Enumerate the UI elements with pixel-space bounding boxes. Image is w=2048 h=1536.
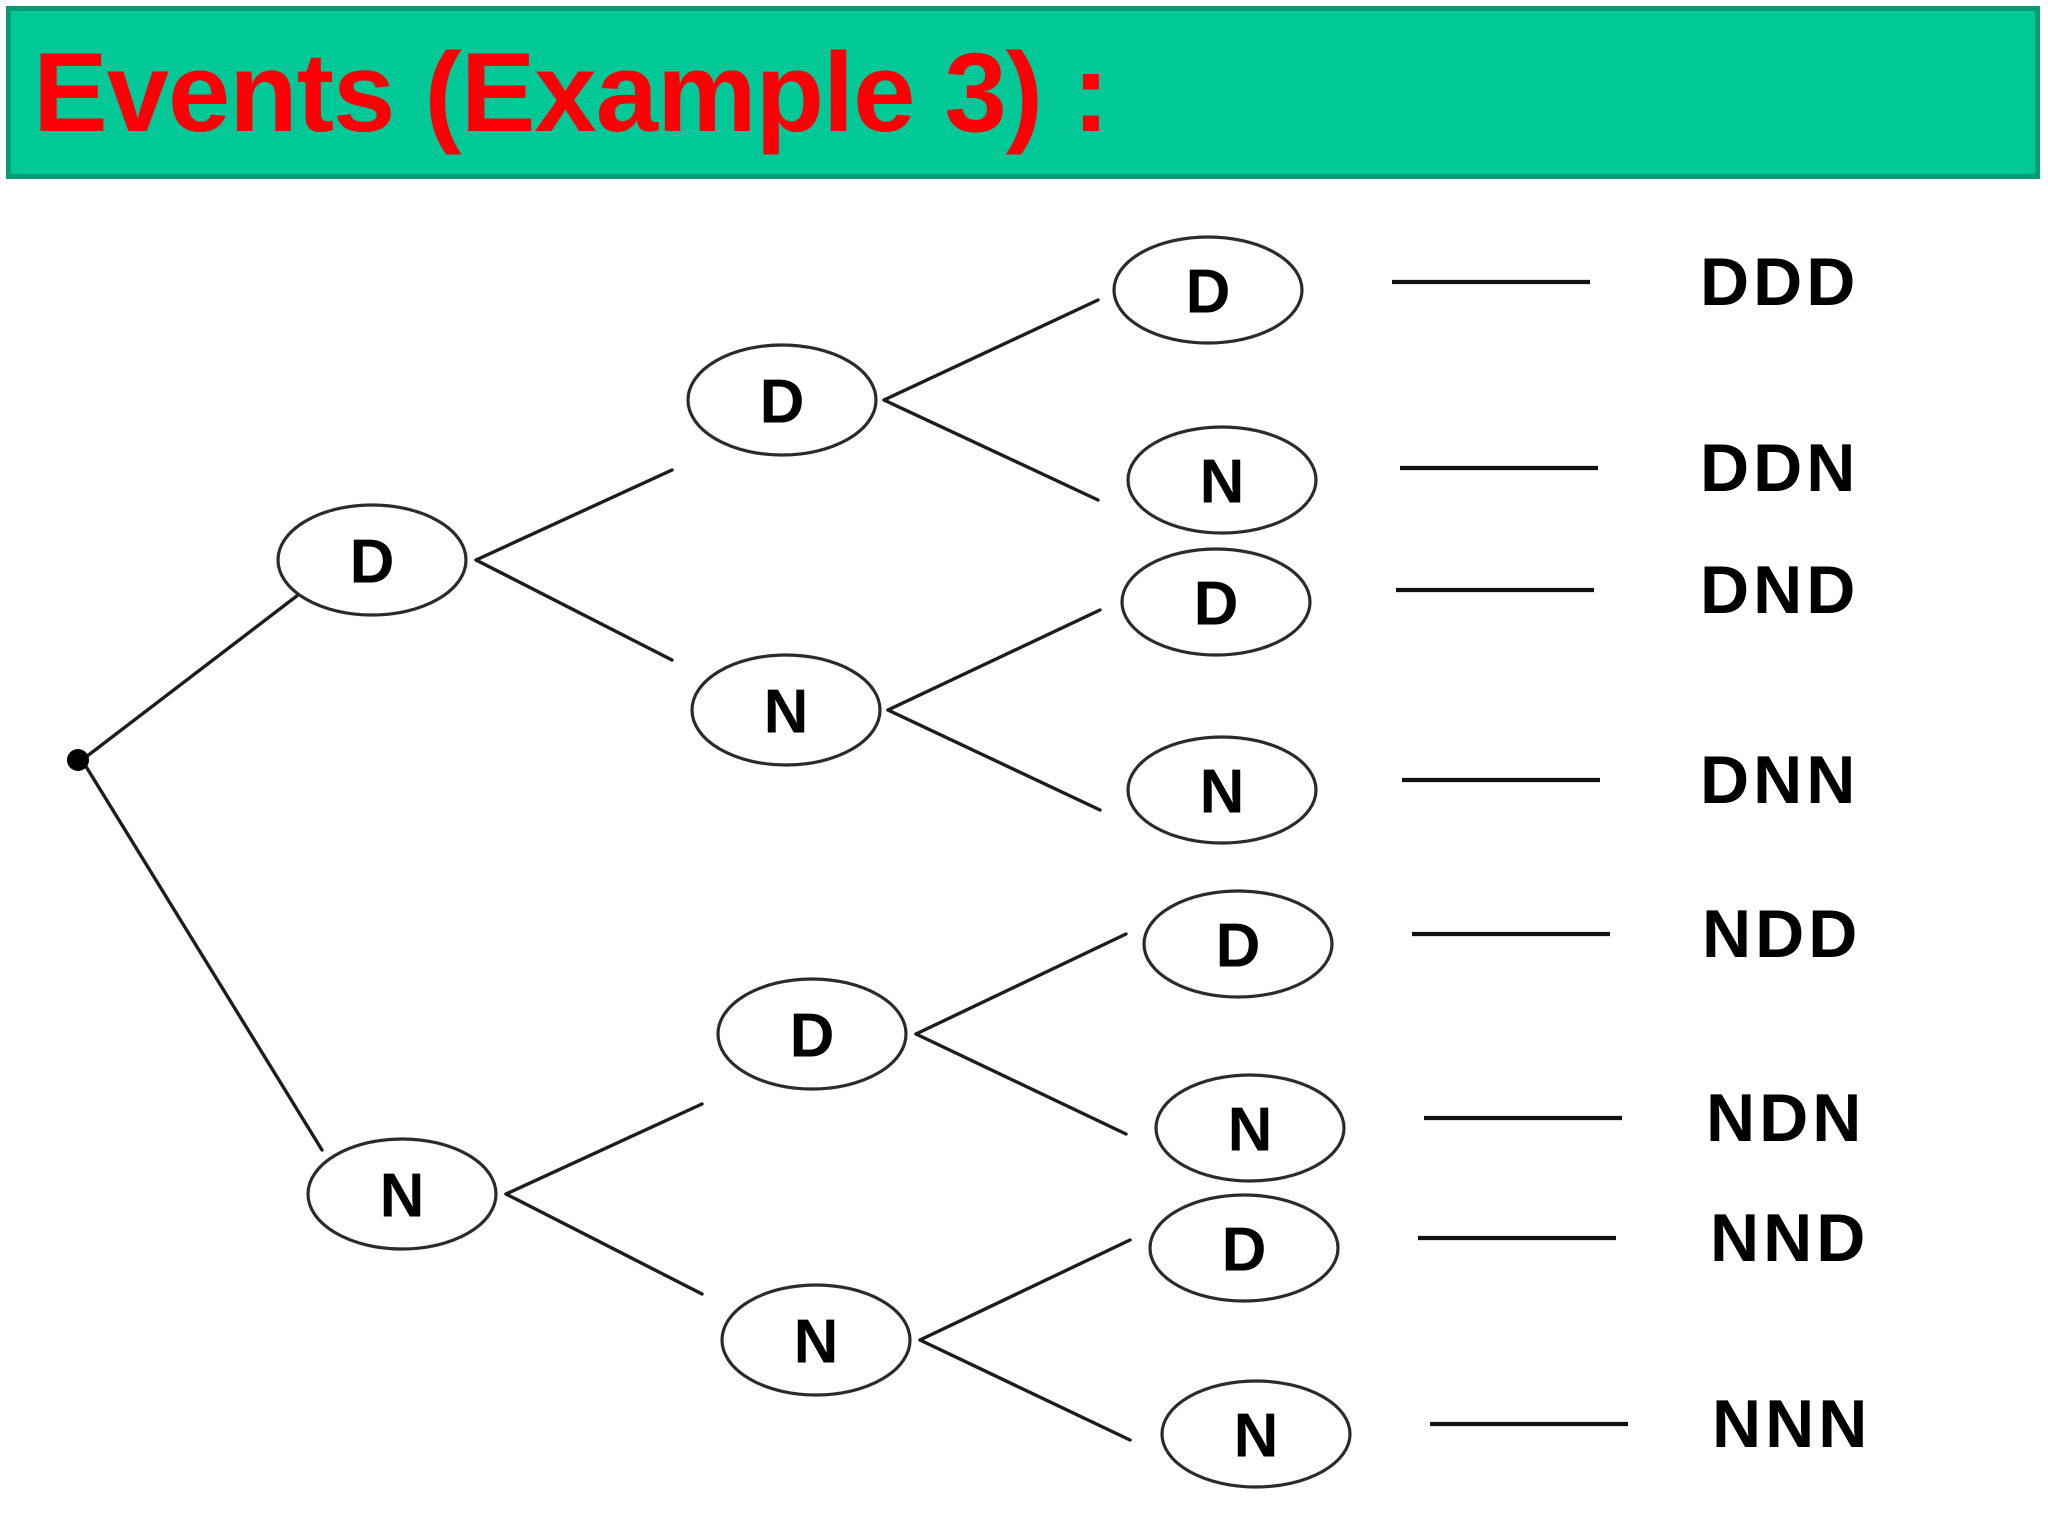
node-label: D	[350, 528, 395, 597]
branch-ND-to-NDN	[914, 1032, 1128, 1136]
node-label: D	[1194, 570, 1239, 639]
node-label: N	[764, 678, 809, 747]
node-level2-ND[interactable]: D	[716, 977, 908, 1091]
outcome-label: DNN	[1700, 742, 1859, 818]
node-ellipse	[1154, 1073, 1346, 1183]
outcome-label: DND	[1700, 552, 1859, 628]
outcome-label: NNN	[1712, 1386, 1871, 1462]
node-ellipse	[306, 1137, 498, 1251]
probability-tree-diagram: D N D N D N D N	[67, 235, 1871, 1489]
outcome-row-NDN: NDN	[1424, 1080, 1865, 1156]
node-ellipse	[1126, 425, 1318, 535]
branch-DN-to-DNN	[886, 708, 1102, 812]
node-ellipse	[1142, 889, 1334, 999]
outcome-label: NDN	[1706, 1080, 1865, 1156]
node-level1-N[interactable]: N	[306, 1137, 498, 1251]
node-label: D	[1216, 912, 1261, 981]
branch-DD-to-DDN	[882, 398, 1100, 502]
node-level3-NNN[interactable]: N	[1160, 1379, 1352, 1489]
outcome-row-NND: NND	[1418, 1200, 1869, 1276]
outcome-row-DNN: DNN	[1402, 742, 1859, 818]
node-level3-DNN[interactable]: N	[1126, 735, 1318, 845]
branch-NN-to-NND	[918, 1238, 1132, 1342]
node-ellipse	[1112, 235, 1304, 345]
node-label: N	[380, 1162, 425, 1231]
node-label: D	[1222, 1216, 1267, 1285]
branch-N-to-NN	[504, 1192, 704, 1296]
node-level3-DDN[interactable]: N	[1126, 425, 1318, 535]
node-level2-NN[interactable]: N	[720, 1283, 912, 1397]
branch-DN-to-DND	[886, 608, 1102, 712]
node-ellipse	[716, 977, 908, 1091]
node-ellipse	[276, 503, 468, 617]
node-label: D	[790, 1002, 835, 1071]
node-level3-DND[interactable]: D	[1120, 547, 1312, 657]
node-label: N	[1200, 758, 1245, 827]
node-level3-NND[interactable]: D	[1148, 1193, 1340, 1303]
node-label: N	[1228, 1096, 1273, 1165]
branch-D-to-DD	[474, 468, 674, 562]
branch-ND-to-NDD	[914, 932, 1128, 1036]
node-ellipse	[1148, 1193, 1340, 1303]
outcome-row-DND: DND	[1396, 552, 1859, 628]
branch-group-level1-N	[504, 1102, 704, 1296]
branch-NN-to-NNN	[918, 1338, 1132, 1442]
node-label: N	[1200, 448, 1245, 517]
node-level3-DDD[interactable]: D	[1112, 235, 1304, 345]
branch-group-level2	[882, 298, 1132, 1442]
branch-D-to-DN	[474, 558, 674, 662]
node-level2-DN[interactable]: N	[690, 653, 882, 767]
outcome-label: NDD	[1702, 896, 1861, 972]
outcome-row-DDN: DDN	[1400, 430, 1859, 506]
outcome-label: NND	[1710, 1200, 1869, 1276]
node-label: N	[794, 1308, 839, 1377]
node-level3-NDN[interactable]: N	[1154, 1073, 1346, 1183]
node-label: N	[1234, 1402, 1279, 1471]
branch-root-to-N	[80, 758, 324, 1152]
outcome-label: DDN	[1700, 430, 1859, 506]
node-level1-D[interactable]: D	[276, 503, 468, 617]
outcome-row-DDD: DDD	[1392, 244, 1859, 320]
title-banner: Events (Example 3) :	[6, 6, 2040, 179]
branch-N-to-ND	[504, 1102, 704, 1196]
branch-DD-to-DDD	[882, 298, 1100, 402]
root-node-dot	[67, 749, 89, 771]
page-title: Events (Example 3) :	[33, 29, 1109, 155]
outcome-row-NNN: NNN	[1430, 1386, 1871, 1462]
node-ellipse	[690, 653, 882, 767]
branch-root-to-D	[80, 590, 304, 762]
node-ellipse	[1120, 547, 1312, 657]
outcome-row-NDD: NDD	[1412, 896, 1861, 972]
outcome-label: DDD	[1700, 244, 1859, 320]
node-ellipse	[686, 343, 878, 457]
node-level2-DD[interactable]: D	[686, 343, 878, 457]
node-level3-NDD[interactable]: D	[1142, 889, 1334, 999]
branch-group-level1-D	[474, 468, 674, 662]
branch-group-root	[80, 590, 324, 1152]
node-ellipse	[720, 1283, 912, 1397]
node-ellipse	[1160, 1379, 1352, 1489]
node-ellipse	[1126, 735, 1318, 845]
node-label: D	[760, 368, 805, 437]
node-label: D	[1186, 258, 1231, 327]
